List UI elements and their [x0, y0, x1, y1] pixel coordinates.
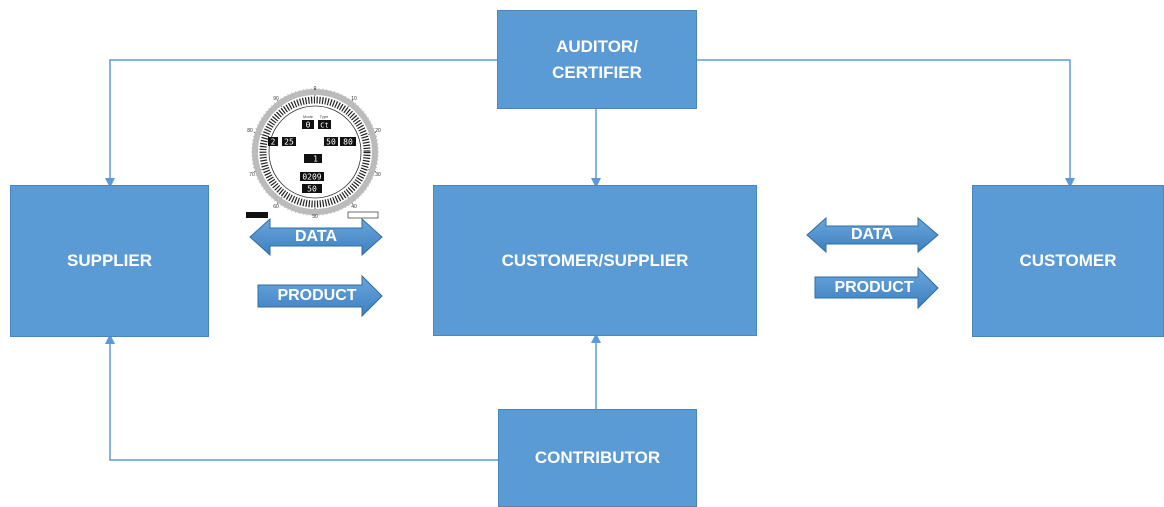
customer-box: CUSTOMER: [972, 185, 1164, 337]
gauge-value-2: 25: [284, 138, 294, 147]
right-product-arrow: [815, 268, 938, 308]
gauge-mode-value: 0: [306, 121, 311, 130]
gauge-value-6: 0209: [302, 173, 321, 182]
gauge-value-7: 50: [307, 185, 317, 194]
gauge-type-value: Ct: [320, 122, 328, 130]
left-data-double-arrow: [250, 219, 382, 255]
gauge-tick-label: 40: [351, 204, 357, 210]
connector-auditor-to-customer: [697, 60, 1070, 183]
gauge-type-label: Type: [320, 114, 329, 119]
gauge-tick-label: 70: [249, 172, 255, 178]
left-product-arrow: [258, 276, 382, 316]
gauge-value-3: 50: [326, 138, 336, 147]
gauge-mode-label: Mode: [303, 114, 314, 119]
auditor-certifier-label: AUDITOR/ CERTIFIER: [552, 34, 642, 85]
gauge-value-4: 80: [343, 138, 353, 147]
auditor-certifier-box: AUDITOR/ CERTIFIER: [497, 10, 697, 109]
customer-label: CUSTOMER: [1020, 248, 1117, 274]
gauge-tick-label: 80: [247, 128, 253, 134]
right-data-double-arrow: [807, 218, 938, 252]
connector-contributor-to-supplier: [110, 339, 498, 460]
gauge-tick-label: 60: [273, 204, 279, 210]
gauge-tick-label: 90: [273, 96, 279, 102]
gauge-tick-label: 30: [375, 172, 381, 178]
gauge-illustration: 0 10 20 30 40 50 60 70 80 90 Mode Type 0…: [242, 84, 388, 220]
supplier-box: SUPPLIER: [10, 185, 209, 337]
contributor-label: CONTRIBUTOR: [535, 445, 660, 471]
contributor-box: CONTRIBUTOR: [498, 409, 697, 507]
customer-supplier-label: CUSTOMER/SUPPLIER: [502, 248, 689, 274]
gauge-value-5: 1: [313, 155, 318, 164]
customer-supplier-box: CUSTOMER/SUPPLIER: [433, 185, 757, 336]
gauge-tick-label: 10: [351, 96, 357, 102]
gauge-tick-label: 0: [314, 86, 317, 92]
gauge-value-1: 2: [271, 138, 276, 147]
supplier-label: SUPPLIER: [67, 248, 152, 274]
gauge-tick-label: 20: [375, 128, 381, 134]
gauge-tick-label: 50: [312, 214, 318, 220]
